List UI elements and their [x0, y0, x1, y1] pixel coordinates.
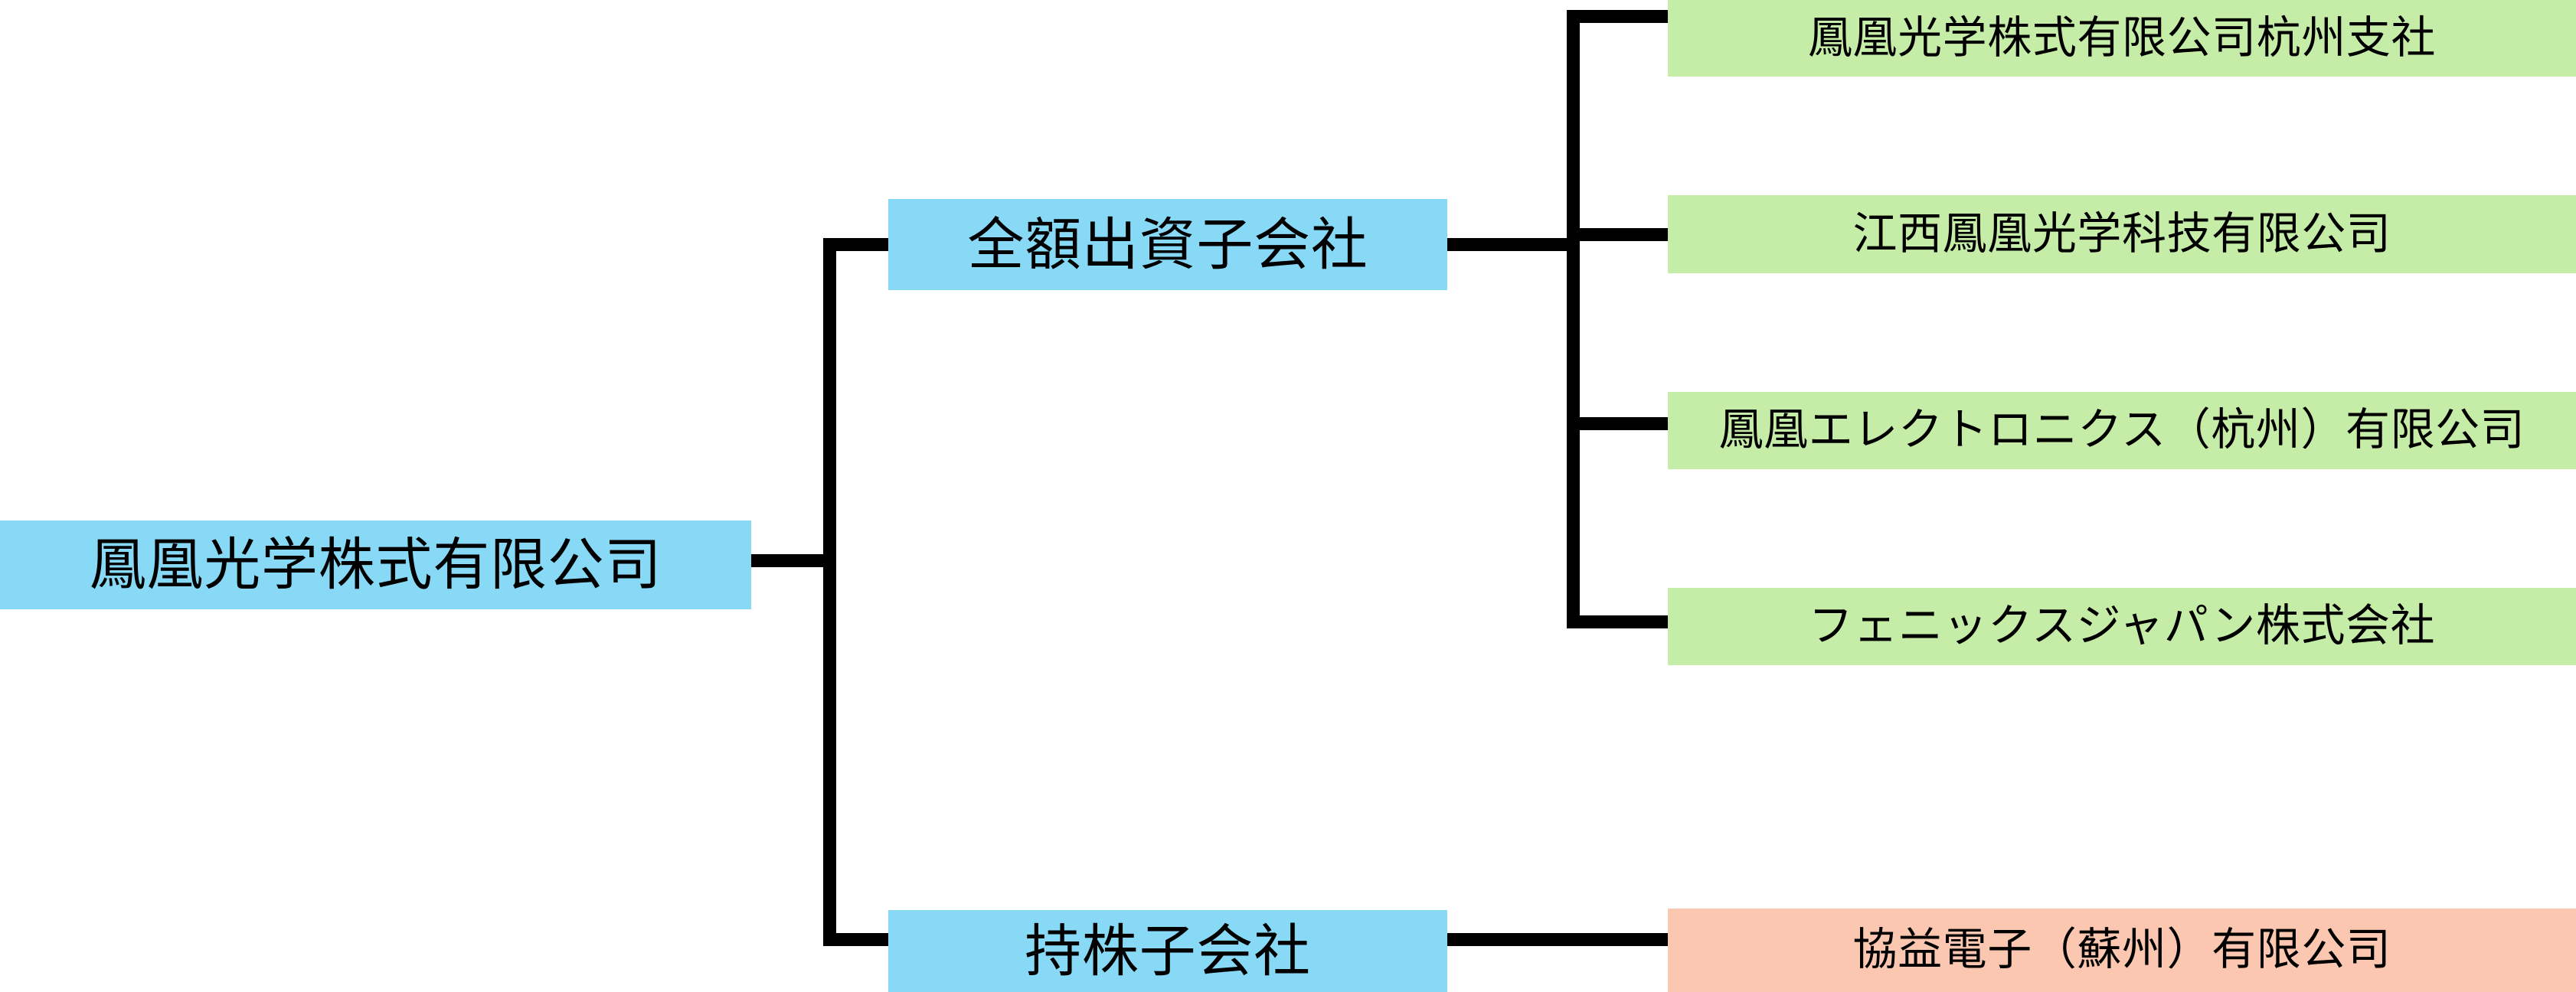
- connector-root-horizontal: [751, 554, 835, 567]
- node-category-holding[interactable]: 持株子会社: [888, 910, 1447, 992]
- connector-to-leaf-2: [1567, 228, 1668, 241]
- node-subsidiary-hangzhou-branch-label: 鳳凰光学株式有限公司杭州支社: [1807, 12, 2437, 63]
- connector-right-trunk-vertical: [1567, 10, 1580, 628]
- node-category-wholly-owned[interactable]: 全額出資子会社: [888, 199, 1447, 290]
- node-affiliate-kyoeki-suzhou-label: 協益電子（蘇州）有限公司: [1852, 925, 2391, 975]
- node-category-holding-label: 持株子会社: [1025, 919, 1311, 983]
- node-subsidiary-jiangxi-tech[interactable]: 江西鳳凰光学科技有限公司: [1668, 195, 2576, 273]
- node-root-company[interactable]: 鳳凰光学株式有限公司: [0, 520, 751, 609]
- connector-to-category-2: [823, 933, 894, 946]
- node-subsidiary-phoenix-japan[interactable]: フェニックスジャパン株式会社: [1668, 588, 2576, 665]
- connector-to-leaf-5: [1444, 933, 1669, 946]
- node-subsidiary-phoenix-japan-label: フェニックスジャパン株式会社: [1808, 601, 2436, 651]
- node-root-label: 鳳凰光学株式有限公司: [89, 533, 662, 597]
- connector-to-category-1: [823, 238, 894, 251]
- connector-to-leaf-3: [1567, 417, 1668, 430]
- node-category-wholly-owned-label: 全額出資子会社: [967, 212, 1368, 276]
- connector-to-leaf-1: [1567, 10, 1668, 23]
- connector-left-trunk-vertical: [823, 238, 836, 946]
- node-subsidiary-electronics-hangzhou[interactable]: 鳳凰エレクトロニクス（杭州）有限公司: [1668, 392, 2576, 469]
- connector-to-leaf-4: [1567, 615, 1668, 628]
- node-subsidiary-jiangxi-tech-label: 江西鳳凰光学科技有限公司: [1852, 208, 2391, 259]
- node-subsidiary-electronics-hangzhou-label: 鳳凰エレクトロニクス（杭州）有限公司: [1718, 405, 2525, 455]
- node-affiliate-kyoeki-suzhou[interactable]: 協益電子（蘇州）有限公司: [1668, 909, 2576, 992]
- node-subsidiary-hangzhou-branch[interactable]: 鳳凰光学株式有限公司杭州支社: [1668, 0, 2576, 77]
- connector-category-1-out: [1444, 238, 1579, 251]
